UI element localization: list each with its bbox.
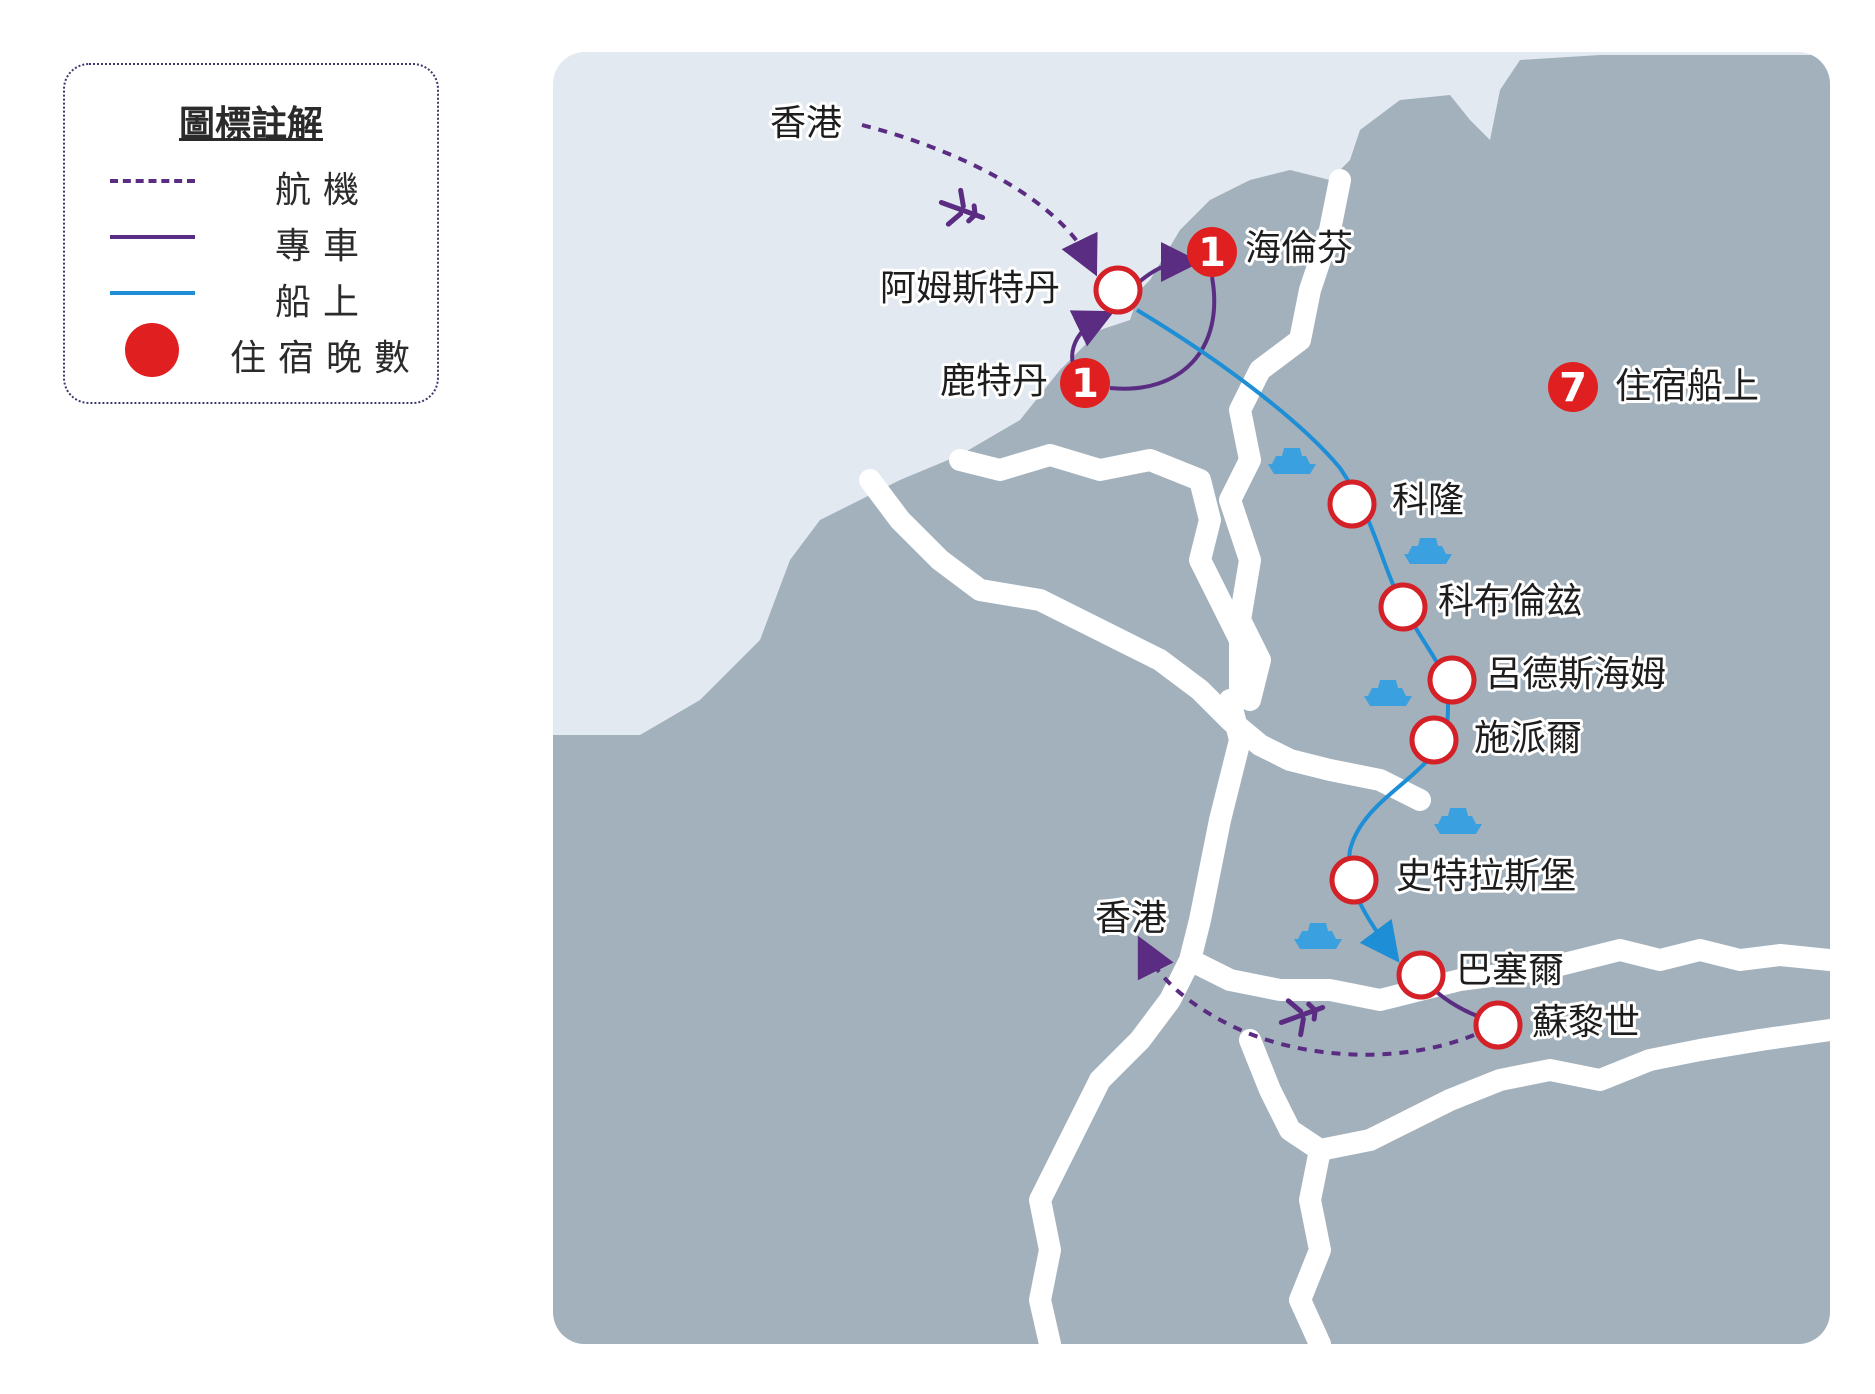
country-borders bbox=[859, 169, 1830, 1344]
legend-item-flight: 航機 bbox=[65, 155, 437, 211]
city-marker-strasbourg bbox=[1329, 855, 1379, 905]
legend-item-ship: 船上 bbox=[65, 267, 437, 323]
label-amsterdam: 阿姆斯特丹 bbox=[880, 268, 1060, 309]
cruise-ship-icon bbox=[1268, 448, 1316, 474]
label-origin-hong-kong: 香港 bbox=[770, 103, 842, 144]
night-dot-icon bbox=[125, 323, 179, 377]
city-marker-basel bbox=[1396, 950, 1446, 1000]
city-labels: 香港 阿姆斯特丹 鹿特丹 海倫芬 住宿船上 科隆 科布倫玆 呂德斯海姆 施派爾 … bbox=[767, 100, 1762, 1046]
legend-label-flight: 航機 bbox=[275, 170, 372, 211]
label-cologne: 科隆 bbox=[1392, 480, 1464, 521]
car-line-icon bbox=[110, 235, 195, 239]
city-marker-speyer bbox=[1409, 715, 1459, 765]
cruise-ship-icon bbox=[1434, 808, 1482, 834]
city-marker-zurich bbox=[1473, 1000, 1523, 1050]
airplane-icon bbox=[938, 187, 986, 227]
label-rotterdam: 鹿特丹 bbox=[940, 361, 1048, 402]
label-strasbourg: 史特拉斯堡 bbox=[1396, 856, 1576, 897]
car-route-haarlem-rotterdam bbox=[1109, 276, 1217, 391]
night-dot-onboard bbox=[1548, 362, 1598, 412]
flight-route-out bbox=[1137, 935, 1475, 1057]
label-haarlem: 海倫芬 bbox=[1245, 228, 1353, 269]
city-marker-koblenz bbox=[1378, 582, 1428, 632]
cruise-ship-icon bbox=[1404, 538, 1452, 564]
flight-line-icon bbox=[110, 179, 195, 183]
city-marker-amsterdam bbox=[1093, 265, 1143, 315]
night-count-rotterdam: 1 bbox=[1071, 361, 1099, 407]
cruise-ship-icon bbox=[1294, 923, 1342, 949]
label-return-hong-kong: 香港 bbox=[1095, 898, 1167, 939]
legend-label-nights: 住宿晚數 bbox=[230, 338, 423, 379]
city-markers bbox=[1093, 265, 1523, 1050]
cruise-ship-icon bbox=[1364, 680, 1412, 706]
legend-item-nights: 住宿晚數 bbox=[65, 323, 437, 379]
airplane-icon bbox=[1278, 998, 1326, 1038]
legend-item-car: 專車 bbox=[65, 211, 437, 267]
label-zurich: 蘇黎世 bbox=[1532, 1002, 1640, 1043]
night-count-haarlem: 1 bbox=[1198, 230, 1226, 276]
legend: 圖標註解 航機 專車 船上 住宿晚數 bbox=[63, 63, 439, 404]
label-koblenz: 科布倫玆 bbox=[1438, 581, 1582, 622]
legend-label-car: 專車 bbox=[275, 226, 372, 267]
label-speyer: 施派爾 bbox=[1474, 718, 1582, 759]
legend-label-ship: 船上 bbox=[275, 282, 372, 323]
label-onboard: 住宿船上 bbox=[1615, 366, 1759, 407]
ship-line-icon bbox=[110, 291, 195, 295]
label-rudesheim: 呂德斯海姆 bbox=[1486, 654, 1666, 695]
label-basel: 巴塞爾 bbox=[1456, 950, 1564, 991]
night-count-onboard: 7 bbox=[1559, 365, 1587, 411]
night-dot-rotterdam bbox=[1060, 358, 1110, 408]
city-marker-cologne bbox=[1327, 479, 1377, 529]
city-marker-rudesheim bbox=[1427, 655, 1477, 705]
flight-route-in bbox=[861, 123, 1098, 277]
car-route-amsterdam-haarlem bbox=[1136, 242, 1201, 285]
night-dot-haarlem bbox=[1187, 227, 1237, 277]
night-dots: 1 1 7 bbox=[1060, 227, 1598, 412]
legend-title: 圖標註解 bbox=[178, 104, 323, 145]
